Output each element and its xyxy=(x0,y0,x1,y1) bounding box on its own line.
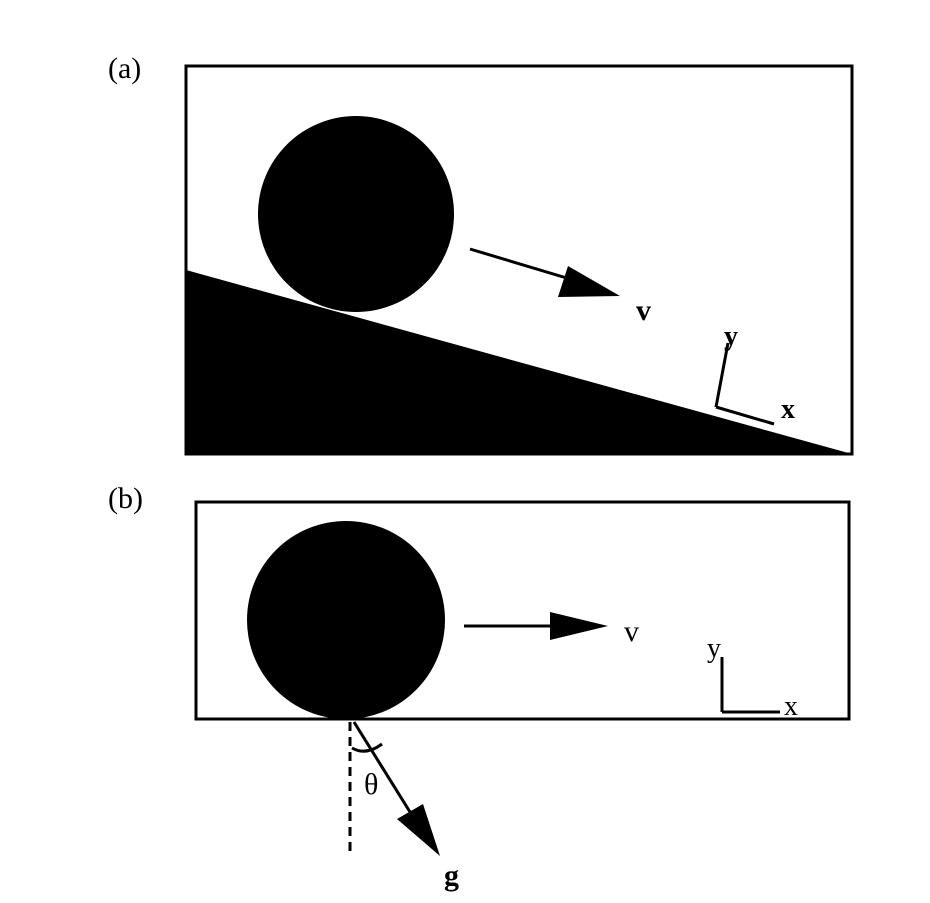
velocity-label-b: v xyxy=(624,615,639,648)
axis-y-label-b: y xyxy=(707,633,721,664)
panel-a-label: (a) xyxy=(108,52,141,85)
panel-b-frame xyxy=(194,500,851,721)
gravity-arrow xyxy=(352,721,440,856)
angle-arc xyxy=(351,742,383,753)
velocity-arrow-a xyxy=(469,247,620,297)
gravity-label: g xyxy=(444,859,459,892)
ball-on-incline xyxy=(258,116,454,312)
panel-b-label: (b) xyxy=(108,482,143,515)
axis-x-label-b: x xyxy=(784,691,798,722)
angle-label: θ xyxy=(364,768,378,801)
axes-b xyxy=(720,657,780,714)
axis-y-label-a: y xyxy=(724,321,738,352)
panel-a: (a) v y x xyxy=(108,52,854,456)
axes-a xyxy=(714,342,775,426)
panel-b: (b) v y x θ g xyxy=(108,482,851,892)
ball-on-surface xyxy=(247,521,445,719)
velocity-label-a: v xyxy=(636,294,651,327)
axis-x-label-a: x xyxy=(781,394,795,425)
velocity-arrow-b xyxy=(464,612,608,640)
inclined-plane xyxy=(186,270,852,454)
